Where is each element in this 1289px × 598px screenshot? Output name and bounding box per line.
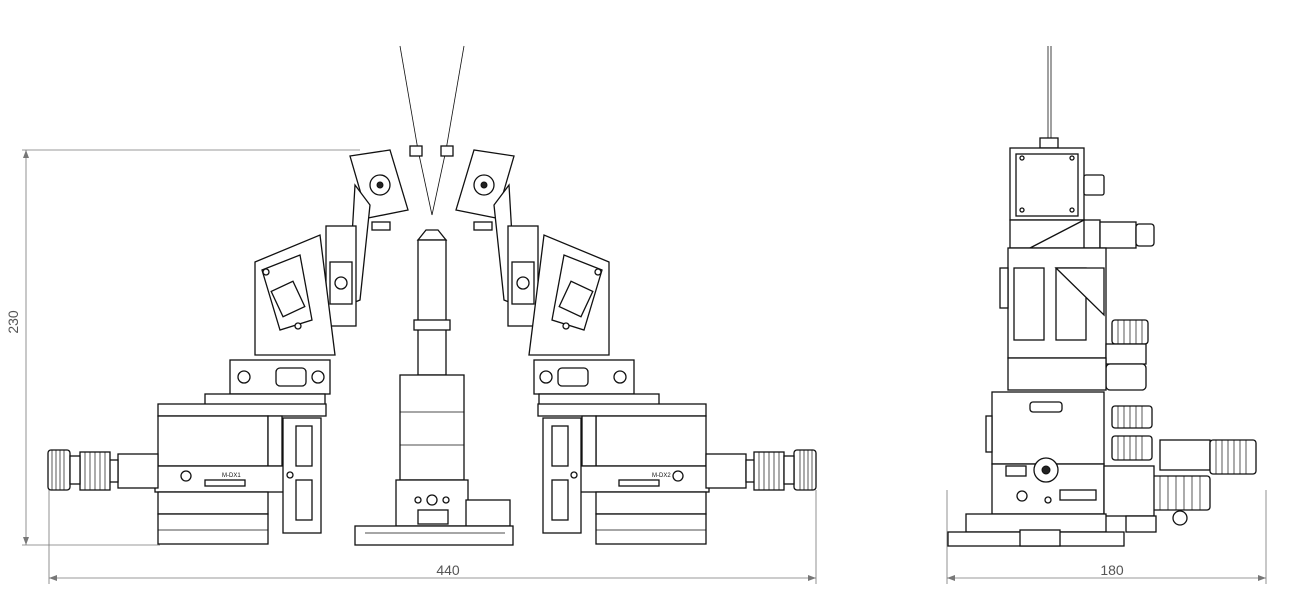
height-dimension-label: 230 [5, 310, 21, 334]
dimension-height: 230 [5, 149, 360, 546]
right-stage-label: M-DX2 [652, 473, 671, 479]
dimension-front-width: 440 [48, 490, 817, 584]
probe-needles [399, 45, 465, 216]
side-width-dimension-label: 180 [1100, 562, 1124, 578]
front-view: M-DX1 [47, 45, 817, 546]
left-manipulator: M-DX1 [47, 149, 409, 545]
side-view [947, 46, 1257, 547]
right-manipulator [455, 149, 817, 545]
left-stage-label: M-DX1 [222, 473, 241, 479]
dimension-side-width: 180 [946, 490, 1267, 584]
front-width-dimension-label: 440 [436, 562, 460, 578]
center-sample-post [354, 229, 514, 546]
